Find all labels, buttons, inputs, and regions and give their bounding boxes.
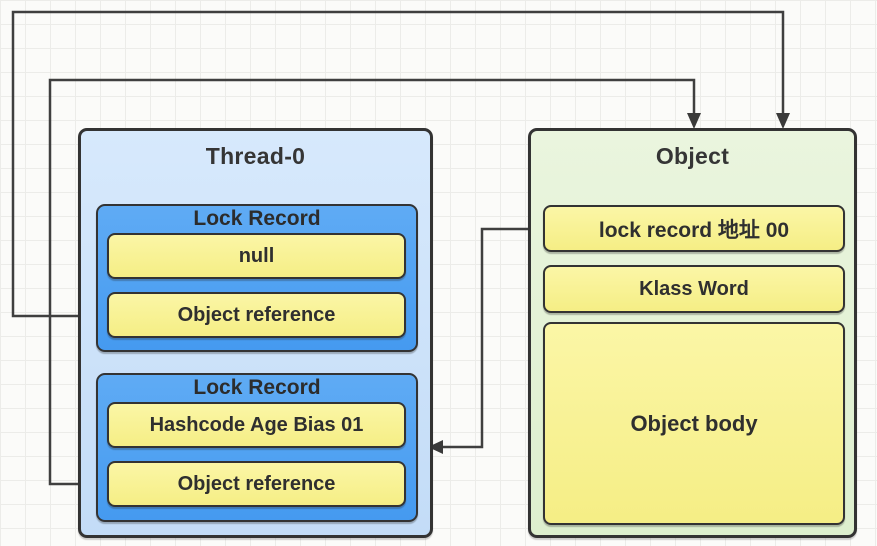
lock-record-2: Lock Record Hashcode Age Bias 01 Object … [96, 373, 418, 522]
object-slot-lock-record-address: lock record 地址 00 [543, 205, 845, 252]
object-slot-object-body: Object body [543, 322, 845, 525]
lock-record-1-slot-null: null [107, 233, 406, 279]
lock-record-1-title: Lock Record [193, 207, 321, 230]
lock-record-1-slot-object-reference: Object reference [107, 292, 406, 338]
lock-record-1: Lock Record null Object reference [96, 204, 418, 352]
object-slot-klass-word: Klass Word [543, 265, 845, 313]
lock-record-2-title: Lock Record [193, 376, 321, 399]
object-box: Object lock record 地址 00 Klass Word Obje… [528, 128, 857, 538]
object-box-title: Object [655, 143, 730, 169]
lock-record-2-slot-object-reference: Object reference [107, 461, 406, 507]
arrowhead-objref1-to-object-icon [776, 113, 790, 129]
thread-box-title: Thread-0 [205, 143, 306, 169]
thread-box: Thread-0 Lock Record null Object referen… [78, 128, 433, 538]
lock-record-2-slot-hashcode-age-bias: Hashcode Age Bias 01 [107, 402, 406, 448]
arrowhead-objref2-to-object-icon [687, 113, 701, 129]
